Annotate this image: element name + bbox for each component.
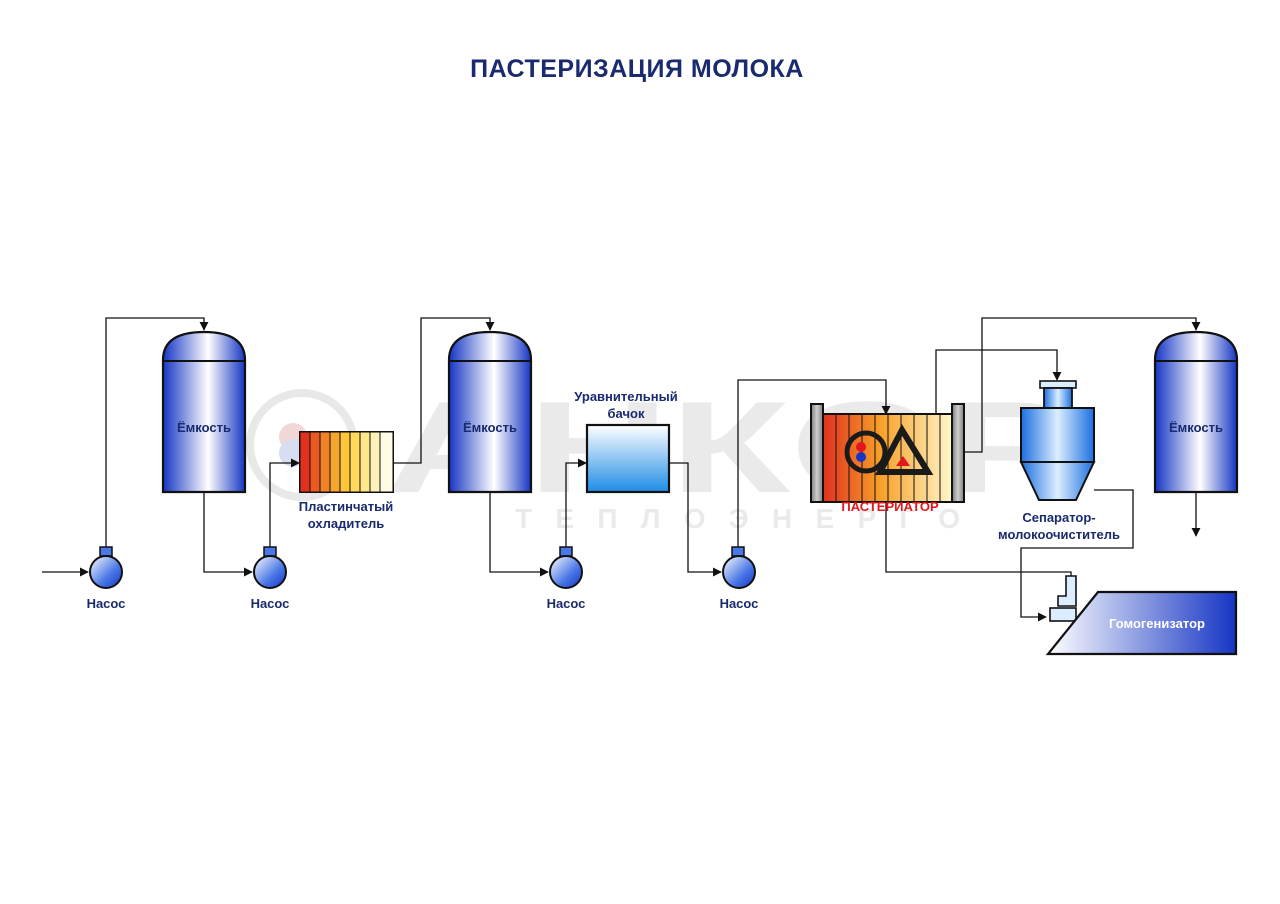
tank-3-label: Ёмкость (1169, 420, 1223, 435)
company-logo-icon (844, 423, 934, 475)
tank-2: Ёмкость (447, 330, 533, 494)
pump-1: Насос (87, 546, 126, 611)
separator-label-line-2: молокоочиститель (998, 527, 1120, 542)
tank-1: Ёмкость (161, 330, 247, 494)
pump-2-label: Насос (251, 596, 290, 611)
pump-4: Насос (720, 546, 759, 611)
pasteurizer-label: ПАСТЕРИАТОР (841, 499, 939, 514)
homogenizer-label: Гомогенизатор (1109, 616, 1205, 631)
pipelines (42, 317, 1201, 622)
balance-tank: Уравнительный бачок (574, 389, 678, 494)
plate-cooler: Пластинчатый охладитель (299, 431, 394, 531)
pump-2: Насос (251, 546, 290, 611)
balance-tank-label-line-1: Уравнительный (574, 389, 677, 404)
pump-1-label: Насос (87, 596, 126, 611)
balance-tank-label-line-2: бачок (608, 406, 645, 421)
tank-1-label: Ёмкость (177, 420, 231, 435)
pasteurizer: ПАСТЕРИАТОР (810, 403, 965, 514)
separator-label-line-1: Сепаратор- (1022, 510, 1095, 525)
plate-cooler-label-line-1: Пластинчатый (299, 499, 394, 514)
plate-cooler-label-line-2: охладитель (308, 516, 384, 531)
tank-3: Ёмкость (1153, 330, 1239, 494)
tank-2-label: Ёмкость (463, 420, 517, 435)
pump-4-label: Насос (720, 596, 759, 611)
pump-3-label: Насос (547, 596, 586, 611)
page-title: ПАСТЕРИЗАЦИЯ МОЛОКА (470, 55, 804, 83)
homogenizer: Гомогенизатор (1045, 575, 1238, 656)
pump-3: Насос (547, 546, 586, 611)
separator: Сепаратор- молокоочиститель (998, 380, 1120, 542)
